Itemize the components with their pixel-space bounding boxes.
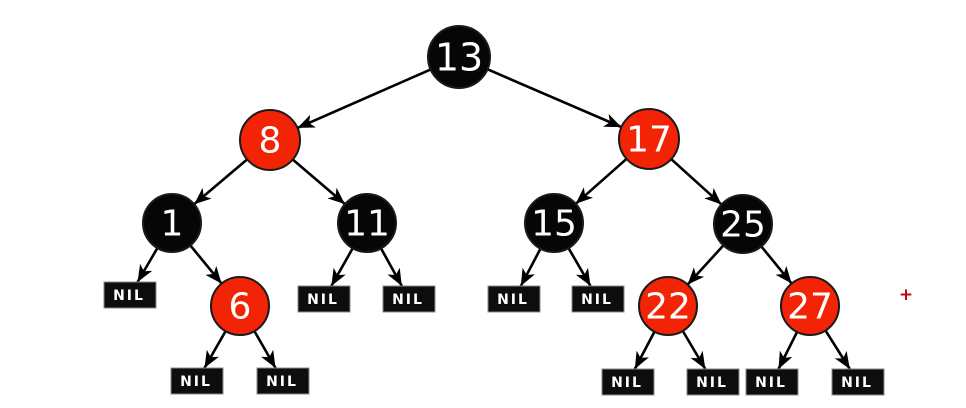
edge-15-nil-15L: [519, 246, 543, 287]
edge-22-nil-22R: [680, 328, 707, 370]
nil-label: NIL: [113, 288, 145, 304]
node-value: 27: [787, 287, 833, 328]
node-circle-red: [618, 108, 680, 170]
edge-17-15: [574, 156, 629, 205]
nil-box: [831, 368, 885, 396]
nil-leaf-nil-11R: NIL: [382, 285, 436, 313]
nil-label: NIL: [755, 375, 787, 391]
nil-label: NIL: [307, 292, 339, 308]
tree-node-17: 17: [618, 108, 680, 170]
node-value: 11: [344, 204, 390, 245]
node-circle-black: [524, 193, 584, 253]
node-value: 25: [720, 205, 766, 246]
node-circle-black: [337, 193, 397, 253]
nil-box: [256, 367, 310, 395]
node-value: 13: [435, 35, 483, 79]
edge-13-17: [485, 67, 622, 129]
node-value: 17: [626, 120, 672, 161]
tree-node-15: 15: [524, 193, 584, 253]
nil-label: NIL: [497, 292, 529, 308]
nil-label: NIL: [696, 375, 728, 391]
node-circle-black: [713, 194, 773, 254]
edge-1-nil-1L: [136, 245, 160, 283]
cursor-crosshair-icon: +: [899, 285, 913, 305]
edge-22-nil-22L: [633, 329, 657, 370]
edge-1-6: [188, 243, 223, 285]
tree-node-27: 27: [780, 276, 840, 336]
nil-box: [601, 368, 655, 396]
nil-leaf-nil-6L: NIL: [170, 367, 224, 395]
nil-leaf-nil-27R: NIL: [831, 368, 885, 396]
edge-15-nil-15R: [566, 245, 592, 287]
nil-label: NIL: [611, 375, 643, 391]
edge-27-nil-27L: [777, 329, 800, 370]
tree-node-1: 1: [142, 193, 202, 253]
nil-leaf-nil-15L: NIL: [487, 285, 541, 313]
tree-node-6: 6: [210, 276, 270, 336]
node-circle-red: [239, 109, 301, 171]
node-value: 1: [161, 204, 184, 245]
node-circle-red: [780, 276, 840, 336]
nil-leaf-nil-22L: NIL: [601, 368, 655, 396]
nil-box: [686, 368, 740, 396]
edge-11-nil-11L: [330, 245, 355, 287]
nil-box: [297, 285, 351, 313]
edge-25-22: [686, 243, 726, 286]
nil-leaf-nil-1L: NIL: [103, 281, 157, 309]
edge-17-25: [668, 156, 723, 206]
edge-6-nil-6L: [203, 328, 228, 369]
edge-27-nil-27R: [823, 328, 851, 370]
tree-node-13: 13: [427, 25, 491, 89]
edge-6-nil-6R: [252, 328, 277, 369]
edge-25-27: [759, 244, 793, 285]
edge-13-8: [296, 67, 433, 130]
nil-box: [571, 285, 625, 313]
nil-leaf-nil-22R: NIL: [686, 368, 740, 396]
nil-label: NIL: [581, 292, 613, 308]
node-value: 6: [229, 287, 252, 328]
nil-label: NIL: [841, 375, 873, 391]
nil-leaf-nil-11L: NIL: [297, 285, 351, 313]
tree-node-11: 11: [337, 193, 397, 253]
nil-box: [170, 367, 224, 395]
nil-leaf-nil-15R: NIL: [571, 285, 625, 313]
node-value: 8: [259, 121, 282, 162]
nil-box: [745, 368, 799, 396]
node-value: 22: [645, 287, 691, 328]
nil-leaf-nil-6R: NIL: [256, 367, 310, 395]
tree-node-25: 25: [713, 194, 773, 254]
tree-node-8: 8: [239, 109, 301, 171]
nil-leaf-nil-27L: NIL: [745, 368, 799, 396]
nil-box: [103, 281, 157, 309]
node-value: 15: [531, 204, 577, 245]
edge-8-1: [193, 157, 250, 206]
node-circle-black: [427, 25, 491, 89]
node-circle-red: [210, 276, 270, 336]
node-circle-red: [638, 276, 698, 336]
node-circle-black: [142, 193, 202, 253]
nil-box: [382, 285, 436, 313]
nil-box: [487, 285, 541, 313]
nil-label: NIL: [180, 374, 212, 390]
tree-node-22: 22: [638, 276, 698, 336]
edge-11-nil-11R: [378, 246, 403, 287]
nil-label: NIL: [392, 292, 424, 308]
edge-8-11: [290, 157, 346, 206]
nil-label: NIL: [266, 374, 298, 390]
